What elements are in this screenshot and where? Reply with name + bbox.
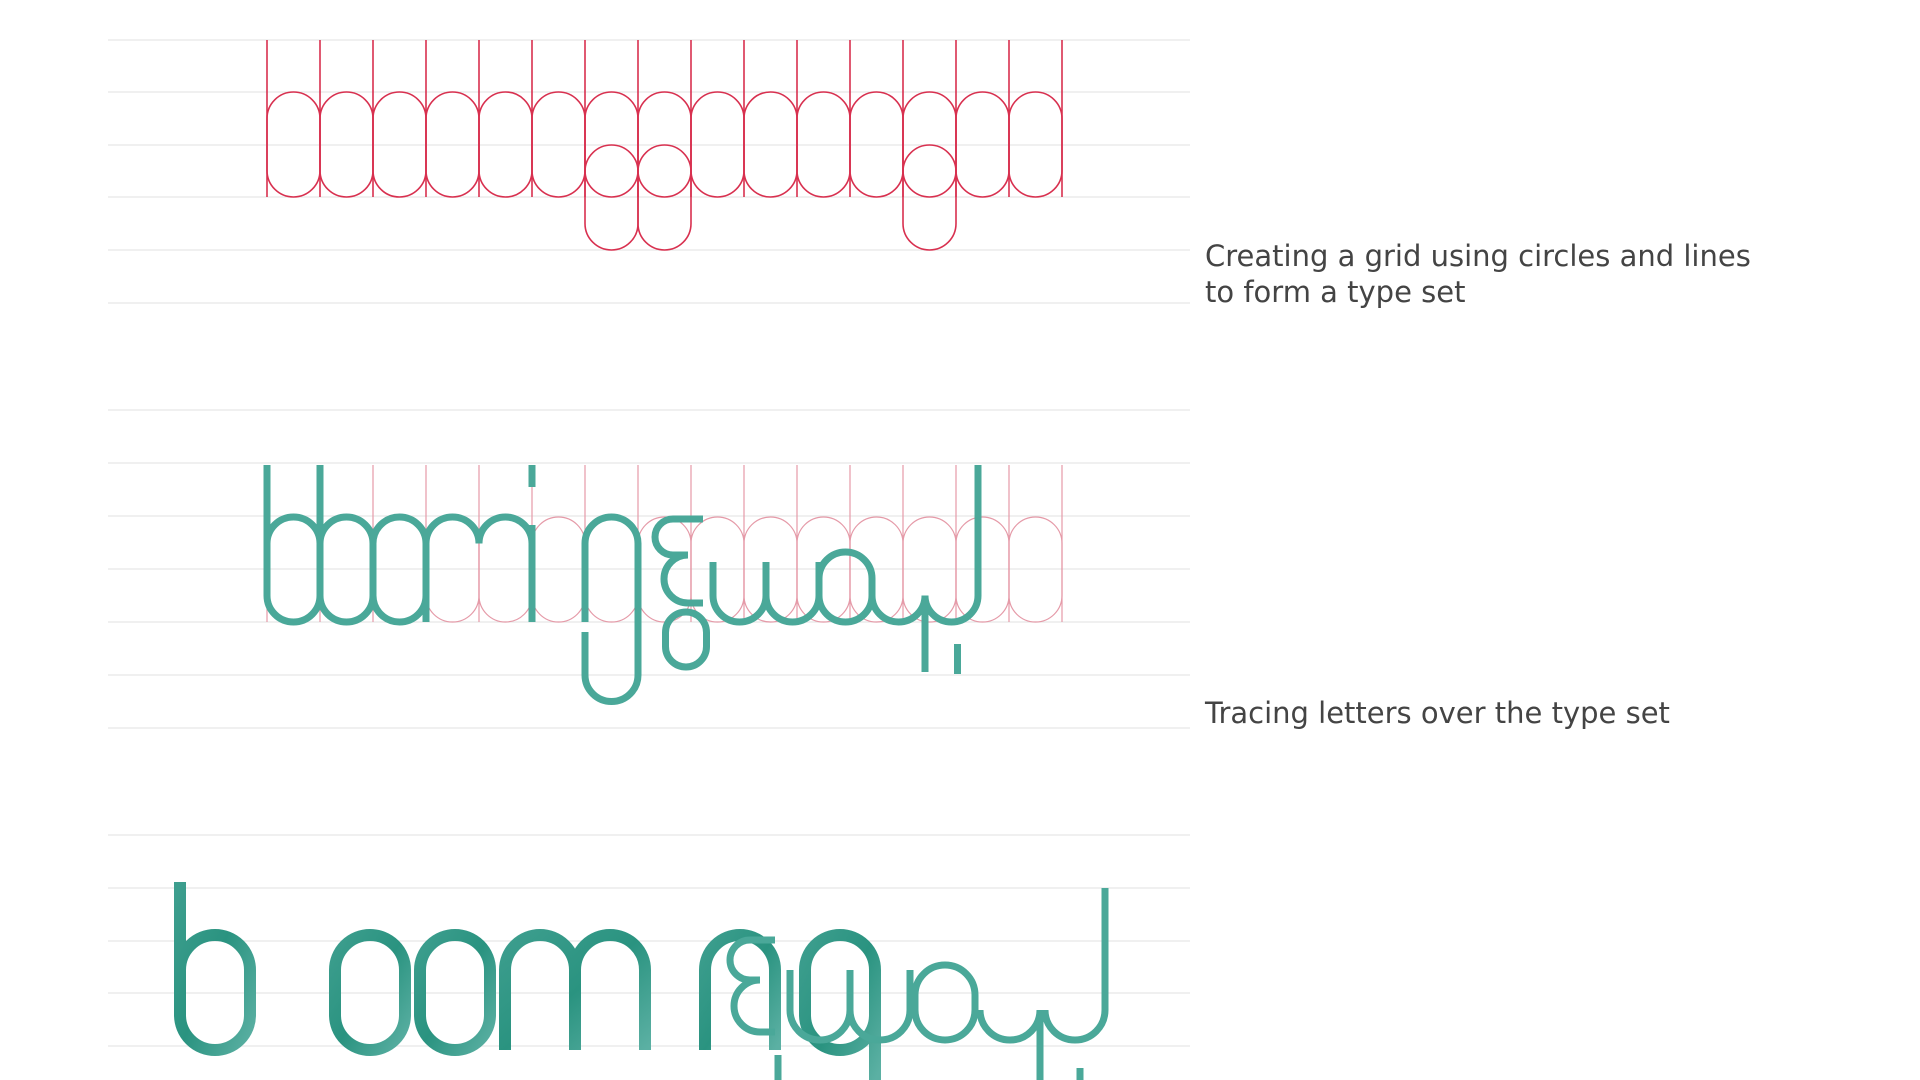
final-wordmark-arabic (726, 888, 1109, 1080)
faint-construction-grid (266, 465, 1063, 623)
final-letter-o (414, 929, 496, 1056)
traced-letters (263, 465, 982, 705)
traced-arabic-waw (815, 548, 876, 626)
construction-grid (266, 40, 1063, 251)
final-letter-o (329, 929, 411, 1056)
final-arabic-lam (786, 970, 914, 1044)
traced-arabic-ain (651, 515, 703, 607)
final-letter-m (499, 929, 651, 1050)
final-letter-b (174, 882, 256, 1056)
final-arabic-meem (976, 1009, 1044, 1080)
grid-descender-capsule (637, 144, 692, 251)
final-arabic-ain (726, 936, 775, 1036)
traced-letter-m (422, 513, 536, 622)
grid-descender-capsule (902, 144, 957, 251)
traced-letter-n (581, 513, 642, 667)
traced-arabic-meem (868, 595, 929, 672)
caption-trace-step: Tracing letters over the type set (1205, 696, 1670, 730)
traced-letter-g (581, 543, 642, 705)
final-wordmark-latin (174, 882, 881, 1080)
traced-arabic-tail (662, 608, 710, 671)
traced-letter-b (263, 465, 324, 626)
caption-grid-step: Creating a grid using circles and lines … (1205, 239, 1751, 309)
final-arabic-waw (911, 961, 979, 1044)
final-letter-g (799, 929, 881, 1080)
final-arabic-alef (1041, 888, 1109, 1044)
traced-arabic-alef (921, 465, 982, 626)
final-letter-n (699, 929, 781, 1050)
